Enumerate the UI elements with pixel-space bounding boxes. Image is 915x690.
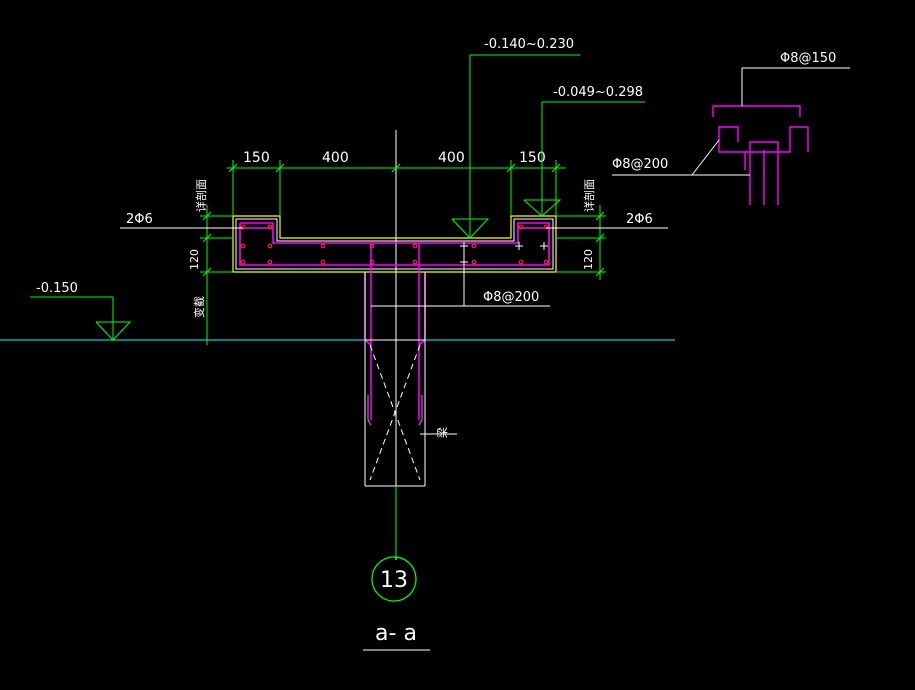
column-outline	[364, 272, 426, 487]
elev-top: -0.140~0.230	[484, 37, 574, 52]
elev-left: -0.150	[36, 281, 78, 296]
detail-label-top: Φ8@150	[780, 51, 836, 66]
axis-bubble	[371, 556, 417, 602]
right-note: 详剖面	[582, 179, 596, 212]
right-dim-120: 120	[582, 249, 595, 270]
dim-3: 400	[438, 150, 465, 166]
right-side-dimension	[556, 205, 606, 280]
left-vertical-label: 变截	[192, 296, 206, 318]
detail-label-side: Φ8@200	[612, 157, 668, 172]
beam-label: 梁	[435, 427, 449, 438]
elev-left-marker	[30, 296, 132, 341]
dim-1: 150	[243, 150, 270, 166]
elev-right: -0.049~0.298	[553, 85, 643, 100]
detail-stirrup	[712, 105, 809, 205]
beam-cross	[369, 344, 421, 481]
stirrup-leader	[371, 246, 550, 307]
dim-4: 150	[519, 150, 546, 166]
detail-leaders	[612, 67, 850, 176]
left-note: 详剖面	[194, 179, 208, 212]
section-label: a- a	[375, 621, 417, 646]
bar-dots	[240, 224, 549, 265]
dim-2: 400	[322, 150, 349, 166]
elev-right-marker	[523, 101, 645, 217]
stirrup-label: Φ8@200	[483, 290, 539, 305]
right-bar-label: 2Φ6	[626, 212, 653, 227]
left-bar-label: 2Φ6	[126, 212, 153, 227]
elev-top-marker	[451, 54, 580, 239]
left-dim-120: 120	[188, 249, 201, 270]
axis-number: 13	[380, 568, 408, 593]
top-dimension	[227, 160, 566, 216]
beam-stirrup-hint	[367, 395, 423, 426]
slab-inner-outline	[235, 218, 554, 270]
